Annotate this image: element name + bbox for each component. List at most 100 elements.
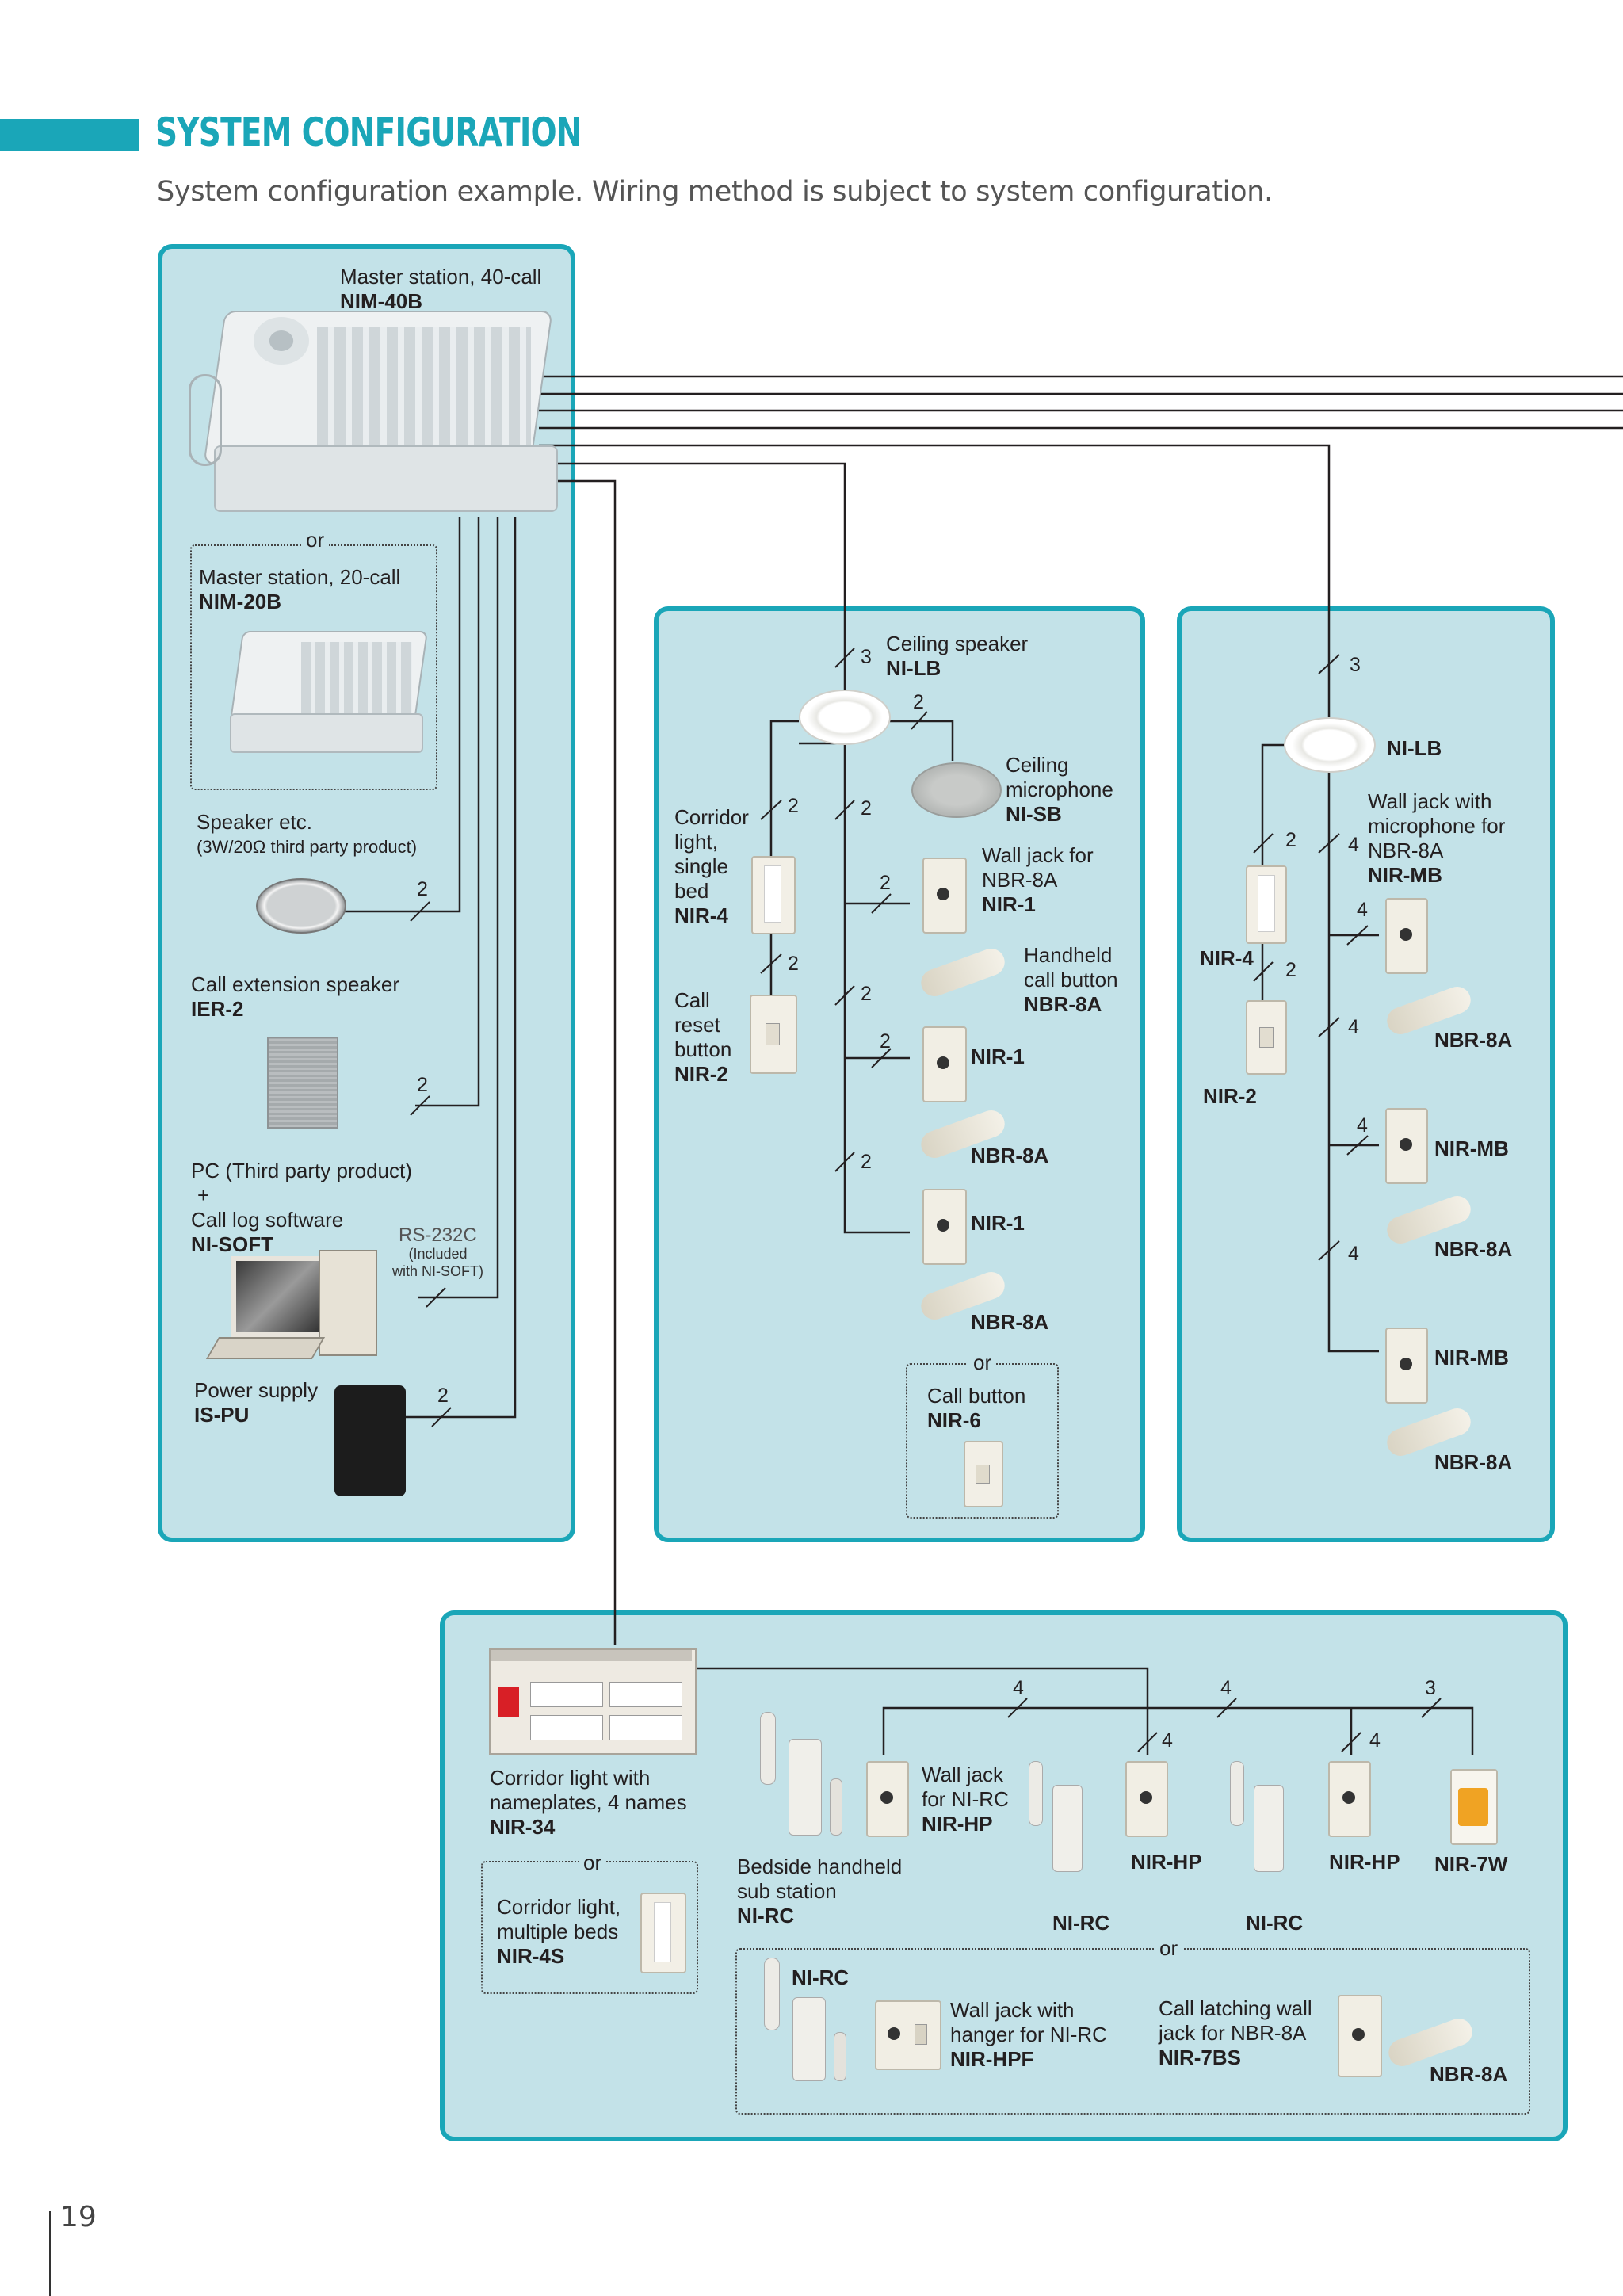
corridor-light-multi-device — [640, 1893, 686, 1973]
or-label: or — [579, 1851, 607, 1875]
nameplate-corridor-light-device — [489, 1648, 697, 1755]
page-subtitle: System configuration example. Wiring met… — [157, 176, 1273, 208]
ceiling-mic-device — [911, 762, 1002, 818]
speaker-label: Speaker etc.(3W/20Ω third party product) — [197, 810, 418, 857]
or-label: or — [1155, 1936, 1183, 1961]
wire-count: 4 — [1348, 834, 1359, 856]
or-label: or — [301, 528, 330, 552]
bedside-substation-device — [757, 1712, 852, 1847]
wire-count: 4 — [1220, 1677, 1232, 1699]
corridor-light-device — [1246, 865, 1287, 944]
nir4-label: NIR-4 — [1200, 946, 1254, 970]
nir1-label: NIR-1 — [971, 1211, 1025, 1235]
alt-box-nirc-options — [735, 1948, 1530, 2115]
wire-count: 3 — [861, 646, 872, 668]
bedside-substation-device — [1228, 1761, 1300, 1880]
wire-count: 2 — [437, 1385, 449, 1407]
nir-hp-label: NIR-HP — [1329, 1850, 1400, 1874]
page-number: 19 — [60, 2201, 97, 2233]
nir-mb-label: NIR-MB — [1434, 1346, 1509, 1370]
master-station-20-device — [214, 626, 429, 753]
panel-room-b — [1177, 606, 1555, 1542]
wire-count: 4 — [1357, 899, 1368, 921]
wall-jack-hanger-device — [875, 2000, 941, 2070]
wire-count: 4 — [1357, 1114, 1368, 1137]
call-reset-device — [1246, 1000, 1287, 1075]
panel-room-a — [654, 606, 1145, 1542]
wire-count: 4 — [1162, 1729, 1173, 1752]
ni-rc-label: NI-RC — [1052, 1911, 1110, 1935]
call-reset-device — [750, 995, 797, 1074]
wall-jack-device — [922, 858, 967, 934]
nbr8a-label: NBR-8A — [1434, 1237, 1513, 1261]
wire-count: 2 — [880, 872, 891, 894]
nbr8a-label: NBR-8A — [1430, 2062, 1508, 2086]
wire-count: 2 — [861, 797, 872, 819]
pc-label: PC (Third party product) + Call log soft… — [191, 1159, 412, 1256]
nir-mb-label: NIR-MB — [1434, 1137, 1509, 1160]
wire-count: 2 — [788, 795, 799, 817]
wall-jack-mic-device — [1385, 898, 1428, 974]
wire-count: 2 — [861, 1151, 872, 1173]
extension-speaker-device — [267, 1037, 338, 1129]
latching-jack-device — [1338, 1995, 1382, 2077]
wire-count: 4 — [1013, 1677, 1024, 1699]
ceiling-speaker-device — [1284, 717, 1376, 773]
power-supply-device — [334, 1385, 406, 1496]
nir1-label: NIR-1 — [971, 1045, 1025, 1068]
wire-count: 2 — [913, 691, 924, 713]
ni-lb-label: NI-LB — [1387, 736, 1442, 760]
wire-count: 2 — [417, 1074, 428, 1096]
ni-rc-label: NI-RC — [792, 1966, 850, 1989]
wire-count: 2 — [1285, 829, 1296, 851]
pc-device — [205, 1248, 390, 1367]
nbr8a-label: NBR-8A — [971, 1310, 1049, 1334]
ceiling-speaker-device — [799, 690, 891, 745]
wall-jack-rc-device — [1328, 1761, 1371, 1837]
wall-jack-rc-device — [866, 1761, 909, 1837]
bedside-substation-device — [761, 1958, 856, 2084]
wall-jack-mic-device — [1385, 1328, 1428, 1404]
rs232c-label: RS-232C — [399, 1224, 477, 1246]
nbr8a-label: NBR-8A — [1434, 1450, 1513, 1474]
corridor-light-device — [751, 856, 796, 934]
wire-count: 2 — [417, 878, 428, 900]
call-button-device — [964, 1441, 1003, 1507]
wire-count: 4 — [1348, 1243, 1359, 1265]
nir2-label: NIR-2 — [1203, 1084, 1257, 1108]
or-label: or — [968, 1350, 997, 1375]
nbr8a-label: NBR-8A — [1434, 1028, 1513, 1052]
wire-count: 3 — [1350, 654, 1361, 676]
wall-jack-rc-device — [1125, 1761, 1168, 1837]
wire-count: 2 — [861, 983, 872, 1005]
nbr8a-label: NBR-8A — [971, 1144, 1049, 1167]
bedside-substation-device — [1027, 1761, 1098, 1880]
page-title: SYSTEM CONFIGURATION — [155, 109, 582, 155]
wire-count: 4 — [1369, 1729, 1381, 1752]
wall-jack-device — [922, 1189, 967, 1265]
nir7w-label: NIR-7W — [1434, 1852, 1508, 1876]
nir-hp-label: NIR-HP — [1131, 1850, 1202, 1874]
page-rule — [49, 2211, 51, 2296]
wire-count: 3 — [1425, 1677, 1436, 1699]
